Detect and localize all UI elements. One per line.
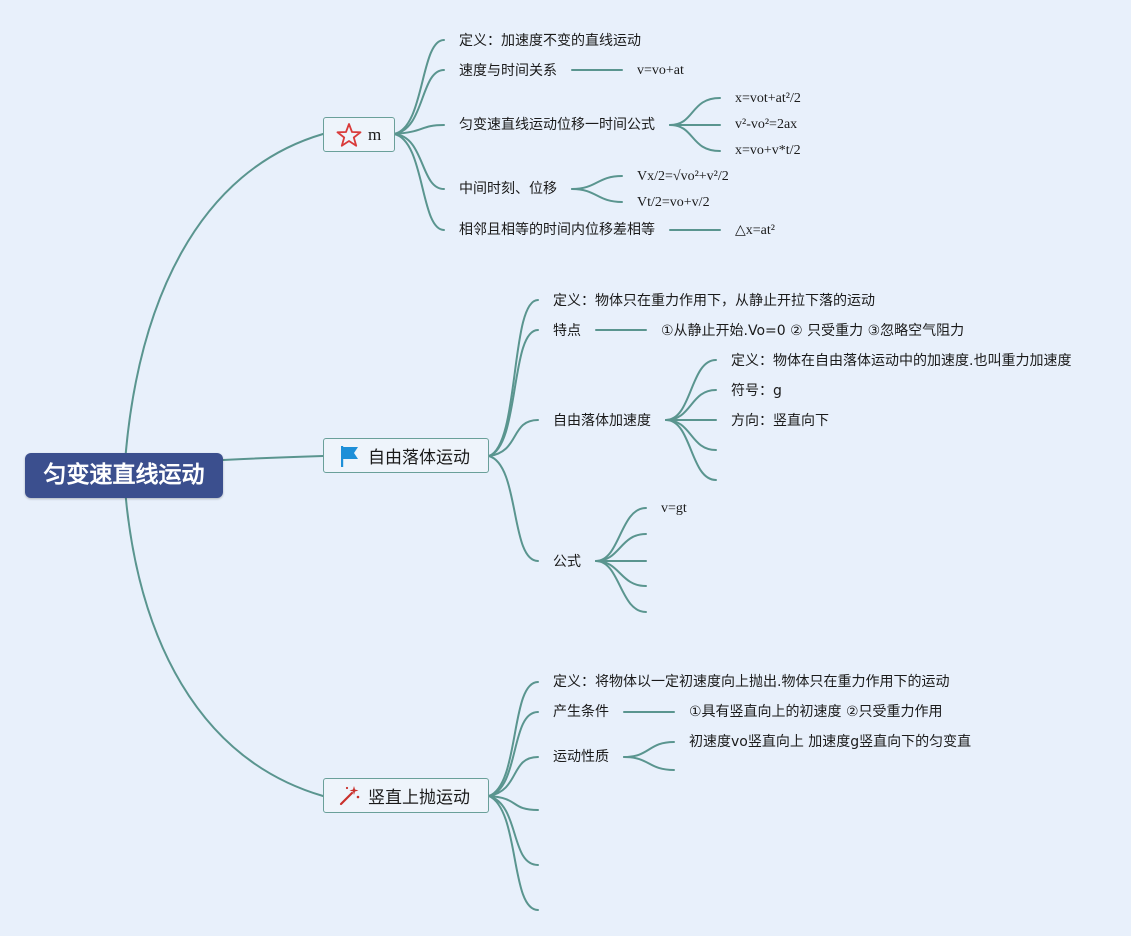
free-fall-features[interactable]: 特点 [553, 323, 581, 339]
displacement-time-formula[interactable]: 匀变速直线运动位移一时间公式 [459, 117, 655, 133]
branch-label: 自由落体运动 [368, 448, 470, 468]
velocity-time-relation[interactable]: 速度与时间关系 [459, 63, 557, 79]
displacement-formula-3[interactable]: x=vo+v*t/2 [735, 143, 801, 158]
vertical-throw-definition[interactable]: 定义：将物体以一定初速度向上抛出.物体只在重力作用下的运动 [553, 674, 950, 690]
displacement-formula-2[interactable]: v²-vo²=2ax [735, 117, 798, 132]
branch-topic-kinematics[interactable]: m [323, 117, 395, 152]
branch-topic-free-fall[interactable]: 自由落体运动 [323, 438, 489, 473]
kinematics-definition[interactable]: 定义：加速度不变的直线运动 [459, 33, 641, 49]
midpoint-formula-1[interactable]: Vx/2=√vo²+v²/2 [637, 169, 729, 184]
free-fall-acceleration[interactable]: 自由落体加速度 [553, 413, 651, 429]
midpoint-topic[interactable]: 中间时刻、位移 [459, 181, 557, 197]
free-fall-definition[interactable]: 定义：物体只在重力作用下，从静止开拉下落的运动 [553, 293, 875, 309]
star-outline-icon [336, 122, 362, 148]
vertical-throw-conditions-value[interactable]: ①具有竖直向上的初速度 ②只受重力作用 [689, 704, 943, 720]
acceleration-definition[interactable]: 定义：物体在自由落体运动中的加速度.也叫重力加速度 [731, 353, 1072, 369]
velocity-formula[interactable]: v=vo+at [637, 63, 684, 78]
free-fall-features-value[interactable]: ①从静止开始.Vo=0 ② 只受重力 ③忽略空气阻力 [661, 323, 965, 339]
midpoint-formula-2[interactable]: Vt/2=vo+v/2 [637, 195, 710, 210]
branch-topic-vertical-throw[interactable]: 竖直上抛运动 [323, 778, 489, 813]
root-topic[interactable]: 匀变速直线运动 [25, 453, 223, 498]
free-fall-formula-1[interactable]: v=gt [661, 501, 687, 516]
vertical-throw-nature-value[interactable]: 初速度vo竖直向上 加速度g竖直向下的匀变直 [689, 734, 972, 750]
displacement-formula-1[interactable]: x=vot+at²/2 [735, 91, 801, 106]
vertical-throw-conditions[interactable]: 产生条件 [553, 704, 609, 720]
adjacent-formula[interactable]: △x=at² [735, 223, 775, 238]
vertical-throw-nature[interactable]: 运动性质 [553, 749, 609, 765]
free-fall-formula[interactable]: 公式 [553, 554, 581, 570]
adjacent-displacement-topic[interactable]: 相邻且相等的时间内位移差相等 [459, 222, 655, 238]
blue-flag-icon [336, 443, 362, 469]
acceleration-symbol[interactable]: 符号：g [731, 383, 782, 399]
branch-label: m [368, 124, 382, 144]
branch-label: 竖直上抛运动 [368, 788, 470, 808]
acceleration-direction[interactable]: 方向：竖直向下 [731, 413, 829, 429]
magic-wand-icon [336, 783, 362, 809]
